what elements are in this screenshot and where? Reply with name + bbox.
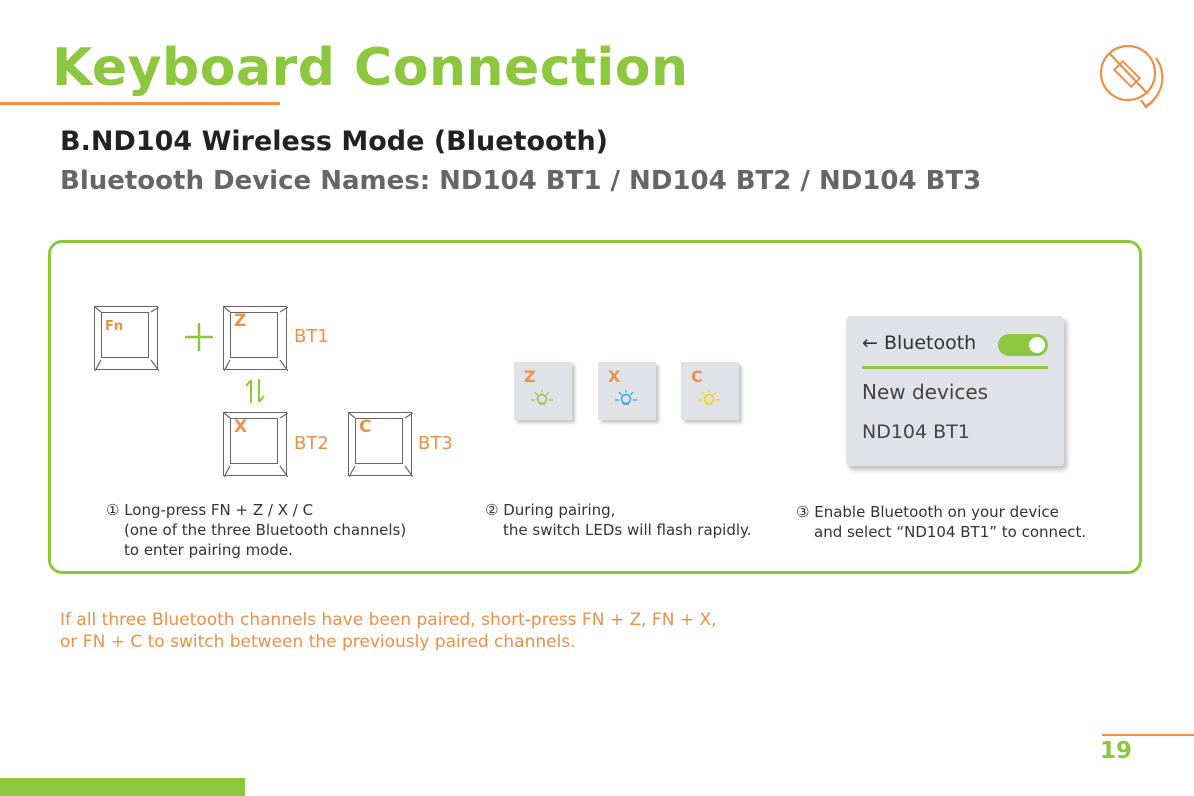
step1-line3: to enter pairing mode. — [124, 541, 293, 559]
note-line1: If all three Bluetooth channels have bee… — [60, 610, 717, 630]
z-key: Z — [223, 306, 288, 371]
flashing-led-icon — [531, 390, 553, 405]
step1-line1: ① Long-press FN + Z / X / C — [106, 501, 314, 519]
swap-arrows-icon — [245, 379, 265, 403]
c-key-label: C — [359, 417, 372, 437]
crossed-wire-rotate-icon — [1099, 44, 1164, 109]
step3-text: ③ Enable Bluetooth on your device and se… — [796, 502, 1086, 542]
step2-line1: ② During pairing, — [485, 501, 616, 519]
device-list-item[interactable]: ND104 BT1 — [862, 421, 970, 443]
step2-text: ② During pairing, the switch LEDs will f… — [485, 500, 752, 540]
flashing-led-icon — [698, 390, 720, 405]
c-key: C — [348, 412, 413, 477]
section-subtitle: B.ND104 Wireless Mode (Bluetooth) — [60, 126, 609, 157]
title-underline — [0, 102, 280, 105]
x-key-label: X — [234, 417, 248, 437]
channel-switch-note: If all three Bluetooth channels have bee… — [60, 609, 717, 653]
bluetooth-toggle[interactable] — [998, 334, 1048, 356]
led-key-z: Z — [514, 362, 572, 420]
device-names: Bluetooth Device Names: ND104 BT1 / ND10… — [60, 166, 982, 196]
bluetooth-settings-card: ← Bluetooth New devices ND104 BT1 — [846, 316, 1064, 466]
x-key: X — [223, 412, 288, 477]
bluetooth-header-label: Bluetooth — [883, 332, 977, 354]
step3-line1: ③ Enable Bluetooth on your device — [796, 503, 1059, 521]
note-line2: or FN + C to switch between the previous… — [60, 632, 576, 652]
fn-key-label: Fn — [105, 319, 124, 334]
footer-bar — [0, 778, 245, 796]
arrow-left-icon[interactable]: ← — [862, 332, 878, 354]
led-key-x: X — [598, 362, 656, 420]
led-key-x-label: X — [608, 367, 621, 386]
step2-line2: the switch LEDs will flash rapidly. — [503, 521, 752, 539]
step1-text: ① Long-press FN + Z / X / C (one of the … — [106, 500, 406, 560]
toggle-knob — [1029, 337, 1045, 353]
bt2-label: BT2 — [294, 433, 329, 454]
instruction-panel — [48, 240, 1142, 574]
new-devices-heading: New devices — [862, 380, 989, 404]
step1-line2: (one of the three Bluetooth channels) — [124, 521, 407, 539]
plus-icon — [185, 323, 213, 351]
led-key-c-label: C — [691, 367, 703, 386]
led-key-c: C — [681, 362, 739, 420]
card-divider — [862, 366, 1048, 369]
fn-key: Fn — [94, 306, 159, 371]
step3-line2: and select “ND104 BT1” to connect. — [814, 523, 1087, 541]
flashing-led-icon — [615, 390, 637, 405]
bt1-label: BT1 — [294, 326, 329, 347]
bluetooth-header: ← Bluetooth — [862, 332, 976, 354]
page-title: Keyboard Connection — [52, 38, 689, 98]
bt3-label: BT3 — [418, 433, 453, 454]
page-number-rule — [1102, 734, 1194, 736]
page-number: 19 — [1100, 738, 1133, 764]
z-key-label: Z — [234, 311, 247, 331]
led-key-z-label: Z — [524, 367, 536, 386]
